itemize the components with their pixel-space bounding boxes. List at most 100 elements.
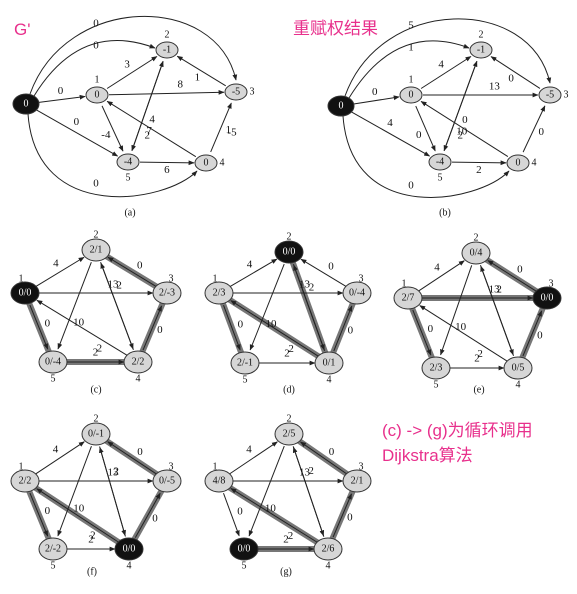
edge-4-1 xyxy=(106,100,197,158)
node-3-value: 2/1 xyxy=(351,475,364,486)
edge-4-2 xyxy=(99,446,126,537)
edge-label-1-3: 13 xyxy=(299,467,311,479)
edge-label-2-4: 2 xyxy=(309,281,315,293)
node-2 xyxy=(155,41,179,59)
node-3 xyxy=(538,86,562,104)
node-2-value: 2/5 xyxy=(283,428,296,439)
node-5-id: 5 xyxy=(242,560,247,571)
node-5-value: 2/-1 xyxy=(237,357,253,368)
node-2-value: -1 xyxy=(477,44,485,55)
edge-label-4-1: 2 xyxy=(145,129,151,141)
edge-1-2 xyxy=(106,56,158,89)
edge-1-3 xyxy=(108,89,225,96)
node-3-id: 3 xyxy=(549,278,554,289)
node-1-value: 2/3 xyxy=(213,287,226,298)
node-1-value: 2/2 xyxy=(19,475,32,486)
edge-label-2-4: 2 xyxy=(308,465,314,477)
edge-s-5 xyxy=(36,109,119,157)
node-3-value: -5 xyxy=(232,86,240,97)
edge-label-s-2: 1 xyxy=(408,42,414,54)
node-5 xyxy=(38,350,68,374)
node-5 xyxy=(38,537,68,561)
edge-label-4-1: 2 xyxy=(477,348,483,360)
node-5-value: 2/-2 xyxy=(45,543,61,554)
edge-label-3-2: 0 xyxy=(517,264,523,276)
edge-label-1-3: 13 xyxy=(108,279,120,291)
edge-label-3-2: 1 xyxy=(195,71,201,83)
edge-label-s-1: 0 xyxy=(372,86,378,98)
edge-4-1 xyxy=(419,305,508,362)
edge-label-2-4: 2 xyxy=(496,284,502,296)
edge-label-s-4: 0 xyxy=(408,180,414,192)
edge-2-5 xyxy=(249,263,285,351)
edge-label-2-5: 10 xyxy=(455,321,467,333)
edge-label-5-4: 2 xyxy=(283,534,289,546)
node-5-value: -4 xyxy=(124,156,132,167)
caption-c: (c) xyxy=(90,384,101,395)
edge-label-1-3: 13 xyxy=(108,467,120,479)
edge-s-4 xyxy=(27,113,198,198)
edge-4-1 xyxy=(230,487,318,543)
edge-label-2-5: 10 xyxy=(266,318,278,330)
edge-label-5-2: 10 xyxy=(456,125,468,137)
node-4-value: 2/2 xyxy=(132,356,145,367)
edge-label-1-2: 4 xyxy=(246,444,252,456)
node-1 xyxy=(399,86,423,104)
edge-label-2-5: 10 xyxy=(73,317,85,329)
node-3 xyxy=(224,83,248,101)
node-1-value: 0/0 xyxy=(19,287,32,298)
edge-4-3 xyxy=(210,102,232,153)
reweighted-result-label: 重赋权结果 xyxy=(293,19,378,38)
edge-label-4-3: 0 xyxy=(348,325,354,337)
edge-label-3-4-neg: -5 xyxy=(227,127,237,139)
node-2 xyxy=(469,41,493,59)
edge-label-2-5: 4 xyxy=(149,114,155,126)
edge-4-1 xyxy=(36,299,128,356)
edge-label-1-5: 0 xyxy=(45,505,51,517)
source-node xyxy=(327,95,355,117)
edge-4-1 xyxy=(36,488,119,543)
edge-1-5 xyxy=(223,493,240,537)
edge-label-4-1: 2 xyxy=(288,343,294,355)
node-4 xyxy=(503,356,533,380)
node-5-id: 5 xyxy=(126,172,131,183)
edge-label-3-2: 0 xyxy=(137,446,143,458)
edge-3-2 xyxy=(300,258,347,287)
node-1-value: 0 xyxy=(95,89,100,100)
edge-2-5 xyxy=(131,61,164,152)
node-4-source xyxy=(114,537,144,561)
loop-note-line1: (c) -> (g)为循环调用 xyxy=(382,421,533,440)
node-5-id: 5 xyxy=(51,560,56,571)
edge-s-1 xyxy=(352,95,400,105)
node-4-value: 0/1 xyxy=(323,357,336,368)
node-5-id: 5 xyxy=(51,373,56,384)
edge-label-5-4: 6 xyxy=(164,164,170,176)
node-2-id: 2 xyxy=(479,29,484,40)
edge-5-4 xyxy=(451,160,507,166)
edge-s-2 xyxy=(33,40,156,97)
node-4-value: 0/0 xyxy=(123,543,136,554)
edge-label-4-3: 0 xyxy=(537,330,543,342)
edge-1-5 xyxy=(29,492,49,537)
edge-label-4-3: 0 xyxy=(152,512,158,524)
node-4-value: 0 xyxy=(516,157,521,168)
edge-label-s-3: 0 xyxy=(93,18,99,30)
edge-label-4-1: 2 xyxy=(288,530,294,542)
edge-label-4-3: 0 xyxy=(538,126,544,138)
caption-a: (a) xyxy=(124,207,135,218)
node-4 xyxy=(194,154,218,172)
node-2-id: 2 xyxy=(94,229,99,240)
node-1 xyxy=(10,469,40,493)
edge-label-2-5: 10 xyxy=(73,502,85,514)
node-5-value: 0/-4 xyxy=(45,356,61,367)
edge-s-4 xyxy=(342,115,510,198)
edge-label-4-3: 1 xyxy=(226,124,232,136)
edge-3-2 xyxy=(300,441,347,475)
edge-label-1-5: 0 xyxy=(416,129,422,141)
edge-label-s-1: 0 xyxy=(58,85,64,97)
edge-4-1 xyxy=(420,101,509,157)
node-3 xyxy=(152,281,182,305)
node-4 xyxy=(506,154,530,172)
edge-label-3-2: 0 xyxy=(137,259,143,271)
